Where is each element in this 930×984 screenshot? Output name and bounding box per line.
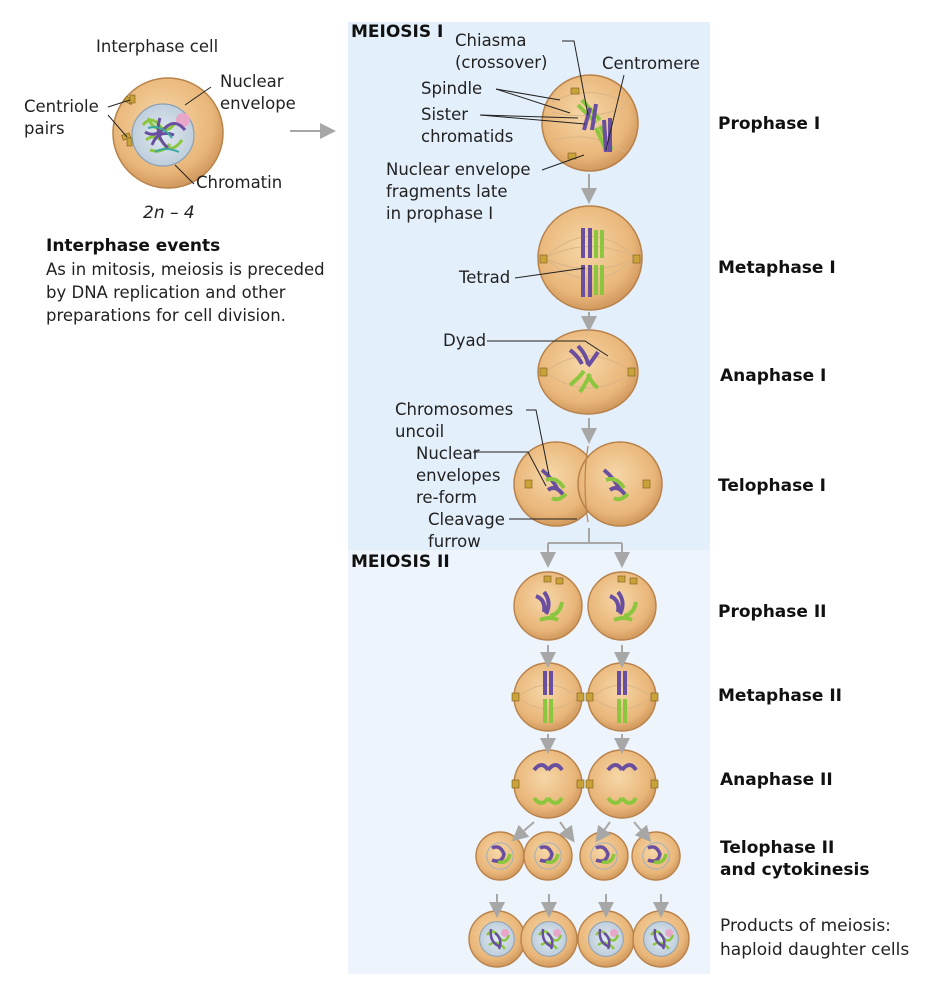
telophase-2-cell-2 bbox=[523, 831, 573, 881]
product-cell-4 bbox=[632, 910, 690, 968]
sister-chromatids-label-line1: Sister bbox=[421, 105, 469, 124]
cleavage-furrow-label-line1: Cleavage bbox=[428, 510, 505, 529]
nuclear-fragments-label-line1: Nuclear envelope bbox=[386, 160, 531, 179]
meiosis-1-leaders bbox=[473, 40, 625, 520]
nuclear-fragments-label-line3: in prophase I bbox=[386, 204, 494, 223]
product-cell-3 bbox=[577, 910, 635, 968]
stage-telophase-1: Telophase I bbox=[718, 476, 827, 496]
meiosis-2-arrows bbox=[489, 645, 669, 918]
envelopes-reform-label-line1: Nuclear bbox=[416, 444, 480, 463]
products-label-line1: Products of meiosis: bbox=[720, 916, 891, 936]
interphase-leaders bbox=[107, 86, 212, 185]
metaphase-2-cell-right bbox=[585, 662, 659, 732]
metaphase-2-cell-left bbox=[511, 662, 585, 732]
split-arrows bbox=[540, 528, 630, 568]
centriole-label-line2: pairs bbox=[24, 119, 65, 138]
stage-telophase-2-line1: Telophase II bbox=[720, 838, 835, 858]
chromatin-label: Chromatin bbox=[196, 173, 283, 192]
centriole-label-line1: Centriole bbox=[24, 97, 99, 116]
metaphase-1-cell bbox=[537, 205, 643, 311]
meiosis-1-title: MEIOSIS I bbox=[351, 22, 444, 42]
product-cell-2 bbox=[520, 910, 578, 968]
interphase-events-line3: preparations for cell division. bbox=[46, 306, 286, 325]
interphase-events-line2: by DNA replication and other bbox=[46, 283, 286, 302]
stage-anaphase-1: Anaphase I bbox=[720, 366, 827, 386]
anaphase-2-cell-left bbox=[511, 749, 585, 819]
meiosis-2-title: MEIOSIS II bbox=[351, 552, 450, 572]
chromosomes-uncoil-label-line2: uncoil bbox=[395, 422, 445, 441]
interphase-events-line1: As in mitosis, meiosis is preceded bbox=[46, 260, 325, 279]
cleavage-furrow-label-line2: furrow bbox=[428, 532, 481, 551]
meiosis-2-cells bbox=[468, 571, 690, 968]
prophase-1-cell bbox=[541, 74, 639, 172]
products-label-line2: haploid daughter cells bbox=[720, 940, 910, 960]
chromosomes-uncoil-label-line1: Chromosomes bbox=[395, 400, 514, 419]
telophase-2-cell-1 bbox=[475, 831, 525, 881]
tetrad-label: Tetrad bbox=[459, 268, 511, 287]
anaphase-1-cell bbox=[537, 329, 639, 415]
product-cell-1 bbox=[468, 910, 526, 968]
interphase-events-title: Interphase events bbox=[46, 236, 221, 256]
anaphase-2-cell-right bbox=[585, 749, 659, 819]
telophase-2-cell-4 bbox=[631, 831, 681, 881]
nuclear-envelope-label-line1: Nuclear bbox=[220, 72, 284, 91]
stage-telophase-2-line2: and cytokinesis bbox=[720, 860, 870, 880]
nuclear-fragments-label-line2: fragments late bbox=[386, 182, 508, 201]
telophase-1-cells bbox=[513, 441, 663, 527]
stage-metaphase-1: Metaphase I bbox=[718, 258, 836, 278]
chiasma-label-line2: (crossover) bbox=[455, 53, 548, 72]
telophase-2-cell-3 bbox=[579, 831, 629, 881]
dyad-label: Dyad bbox=[443, 331, 487, 350]
interphase-title: Interphase cell bbox=[96, 37, 219, 56]
envelopes-reform-label-line3: re-form bbox=[416, 488, 477, 507]
interphase-cell bbox=[112, 77, 224, 189]
envelopes-reform-label-line2: envelopes bbox=[416, 466, 501, 485]
prophase-2-cell-left bbox=[513, 571, 583, 641]
prophase-2-cell-right bbox=[587, 571, 657, 641]
chiasma-label-line1: Chiasma bbox=[455, 31, 527, 50]
stage-prophase-2: Prophase II bbox=[718, 602, 827, 622]
nuclear-envelope-label-line2: envelope bbox=[220, 94, 296, 113]
stage-prophase-1: Prophase I bbox=[718, 114, 821, 134]
sister-chromatids-label-line2: chromatids bbox=[421, 127, 514, 146]
ploidy-label: 2n – 4 bbox=[143, 203, 195, 223]
stage-metaphase-2: Metaphase II bbox=[718, 686, 843, 706]
spindle-label: Spindle bbox=[421, 79, 483, 98]
centromere-label: Centromere bbox=[602, 54, 700, 73]
stage-anaphase-2: Anaphase II bbox=[720, 770, 833, 790]
